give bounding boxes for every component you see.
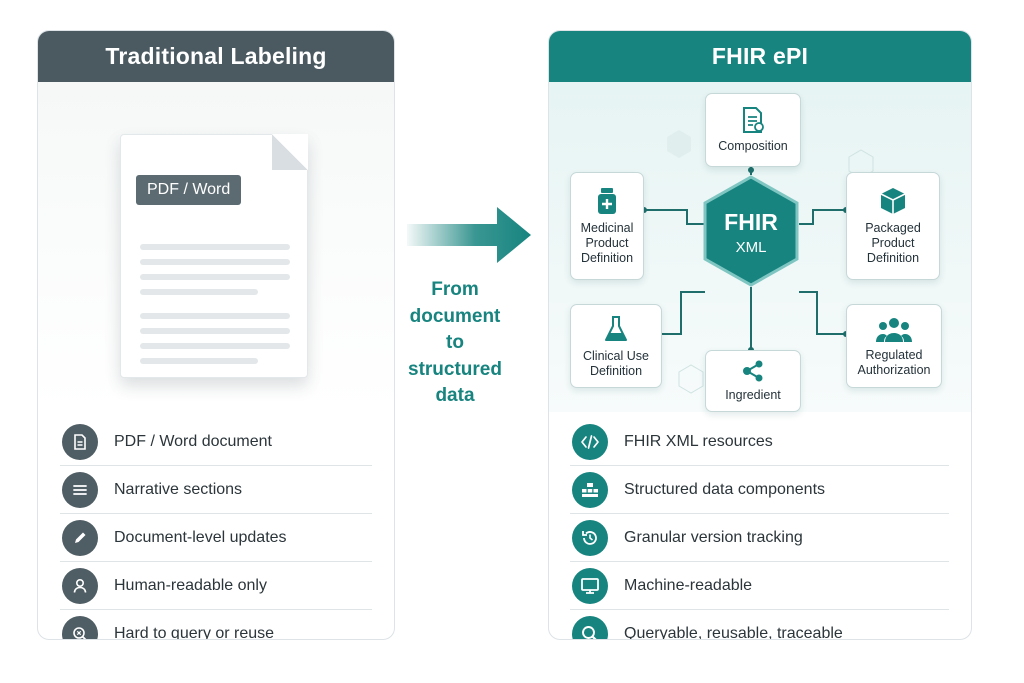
- node-medicinal-product-definition: Medicinal Product Definition: [570, 172, 644, 280]
- list-item: Structured data components: [570, 466, 949, 514]
- document-page-icon: PDF / Word: [120, 134, 308, 378]
- hub-title: FHIR: [724, 209, 778, 235]
- history-icon: [572, 519, 608, 556]
- list-item: Machine-readable: [570, 562, 949, 610]
- fhir-xml-hub: FHIR XML: [703, 175, 799, 287]
- node-clinical-use-definition: Clinical Use Definition: [570, 304, 662, 388]
- person-icon: [62, 567, 98, 604]
- node-label: Clinical Use Definition: [583, 348, 649, 378]
- pencil-icon: [62, 519, 98, 556]
- list-item-label: FHIR XML resources: [624, 432, 773, 450]
- node-packaged-product-definition: Packaged Product Definition: [846, 172, 940, 280]
- text-line: [140, 313, 290, 319]
- code-icon: [572, 423, 608, 460]
- hub-subtitle: XML: [735, 239, 767, 256]
- fhir-resource-diagram: FHIR XML Composition Medicinal Product D…: [549, 82, 971, 412]
- list-item: Human-readable only: [60, 562, 372, 610]
- list-item-label: Machine-readable: [624, 576, 753, 594]
- flask-icon: [605, 315, 627, 341]
- doc-format-badge: PDF / Word: [136, 175, 242, 205]
- fhir-epi-panel: FHIR ePI: [548, 30, 972, 640]
- node-label: Medicinal Product Definition: [580, 221, 634, 265]
- connector-lines: [644, 167, 846, 352]
- monitor-icon: [572, 567, 608, 604]
- list-item: Granular version tracking: [570, 514, 949, 562]
- list-item: Hard to query or reuse: [60, 610, 372, 640]
- text-line: [140, 328, 290, 334]
- list-item-label: PDF / Word document: [114, 432, 272, 450]
- list-item-label: Narrative sections: [114, 480, 243, 498]
- people-group-icon: [876, 317, 912, 342]
- node-composition: Composition: [705, 93, 801, 167]
- search-x-icon: [62, 616, 98, 639]
- list-item: Narrative sections: [60, 466, 372, 514]
- traditional-labeling-panel: Traditional Labeling PDF / Word PDF / Wo…: [37, 30, 395, 640]
- molecule-icon: [743, 360, 763, 382]
- text-line: [140, 244, 290, 250]
- medicine-bottle-icon: [598, 188, 616, 214]
- fhir-features-list: FHIR XML resources Structured data compo…: [570, 418, 949, 640]
- list-item: Queryable, reusable, traceable: [570, 610, 949, 640]
- document-illustration: PDF / Word: [38, 82, 394, 410]
- traditional-features-list: PDF / Word document Narrative sections D…: [60, 418, 372, 640]
- fhir-epi-title: FHIR ePI: [549, 31, 971, 82]
- node-ingredient: Ingredient: [705, 350, 801, 412]
- transition-caption: From document to structured data: [408, 279, 502, 406]
- list-item-label: Hard to query or reuse: [114, 625, 275, 640]
- list-item-label: Document-level updates: [114, 528, 287, 546]
- list-item-label: Structured data components: [624, 480, 826, 498]
- node-label: Packaged Product Definition: [865, 221, 921, 265]
- composition-document-icon: [743, 107, 764, 133]
- node-label: Composition: [718, 139, 788, 153]
- transition-arrow-icon: [407, 207, 531, 263]
- list-item: Document-level updates: [60, 514, 372, 562]
- text-line: [140, 289, 258, 295]
- package-box-icon: [880, 188, 906, 214]
- node-regulated-authorization: Regulated Authorization: [846, 304, 942, 388]
- list-item-label: Granular version tracking: [624, 528, 803, 546]
- document-icon: [62, 423, 98, 460]
- text-line: [140, 343, 290, 349]
- list-item-label: Queryable, reusable, traceable: [624, 625, 843, 640]
- node-label: Regulated Authorization: [857, 347, 931, 377]
- list-item: FHIR XML resources: [570, 418, 949, 466]
- text-line: [140, 259, 290, 265]
- search-icon: [572, 616, 608, 639]
- list-item: PDF / Word document: [60, 418, 372, 466]
- node-label: Ingredient: [725, 388, 781, 402]
- text-line: [140, 274, 290, 280]
- text-line: [140, 358, 258, 364]
- traditional-labeling-title: Traditional Labeling: [38, 31, 394, 82]
- hierarchy-icon: [572, 471, 608, 508]
- transition-arrow-group: From document to structured data: [405, 205, 533, 425]
- list-icon: [62, 471, 98, 508]
- hexagon-hub-icon: [703, 175, 799, 287]
- list-item-label: Human-readable only: [114, 576, 267, 594]
- page-fold: [272, 134, 308, 170]
